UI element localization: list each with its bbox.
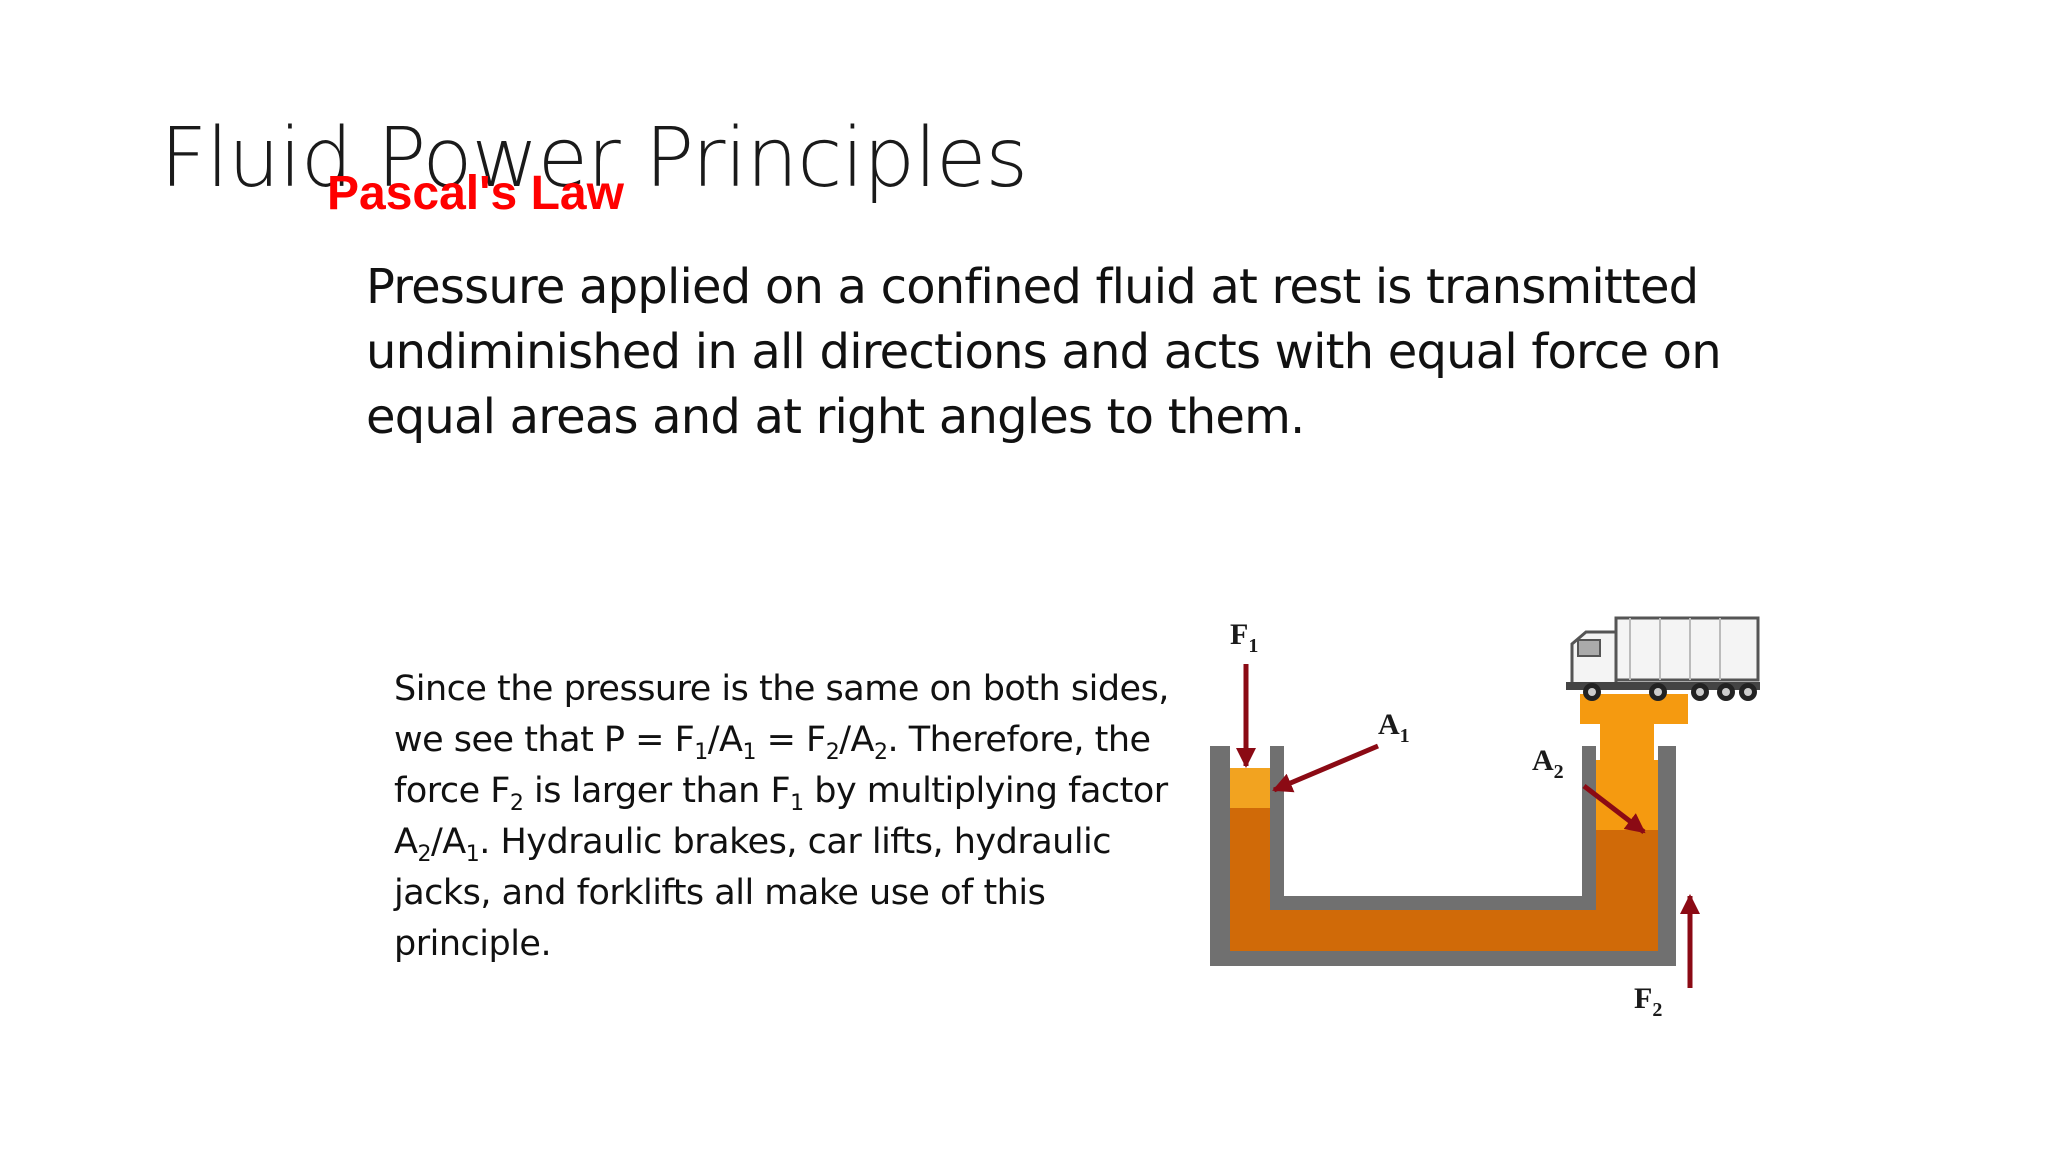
- explanation-sub-3: 2: [825, 740, 840, 765]
- hydraulic-press-diagram: F1 A1 A2 F2: [1210, 616, 1760, 1021]
- small-cylinder-inner-wall: [1270, 746, 1284, 910]
- small-piston: [1230, 768, 1270, 808]
- label-a1: A1: [1378, 708, 1410, 747]
- explanation-text-4: /A: [839, 720, 874, 760]
- explanation-sub-8: 1: [465, 842, 480, 867]
- large-piston-platform: [1580, 694, 1688, 724]
- slide-title: Fluid Power Principles: [160, 111, 1028, 206]
- pascals-law-statement: Pressure applied on a confined fluid at …: [366, 259, 1722, 445]
- label-f1: F1: [1230, 618, 1258, 657]
- explanation-text-9: . Hydraulic brakes, car lifts, hydraulic…: [394, 822, 1112, 964]
- explanation-sub-6: 1: [790, 791, 804, 816]
- explanation-text-6: is larger than F: [523, 771, 791, 811]
- label-a2: A2: [1532, 744, 1564, 783]
- slide-subtitle: Pascal's Law: [327, 167, 624, 220]
- explanation-text-3: = F: [755, 720, 827, 760]
- explanation-text-8: /A: [430, 822, 466, 862]
- hydraulic-fluid: [1230, 808, 1658, 951]
- explanation-text-1: Since the pressure is the same on both s…: [394, 669, 1169, 760]
- area-a2-arrow: [1582, 784, 1646, 834]
- large-piston-neck: [1600, 724, 1654, 760]
- explanation-sub-2: 1: [742, 740, 756, 765]
- label-f2: F2: [1634, 982, 1662, 1021]
- truck-icon: [1566, 616, 1760, 701]
- explanation-sub-5: 2: [509, 791, 524, 816]
- explanation-sub-4: 2: [873, 740, 888, 765]
- explanation-sub-1: 1: [694, 740, 708, 765]
- channel-top-wall: [1284, 896, 1596, 910]
- explanation-sub-7: 2: [417, 842, 431, 867]
- explanation-text-5: . Therefore, the force F: [394, 720, 1151, 811]
- explanation-text-7: by multiplying factor A: [394, 771, 1168, 862]
- area-a1-arrow: [1272, 743, 1379, 793]
- large-cylinder-inner-wall: [1582, 746, 1596, 910]
- explanation-paragraph: Since the pressure is the same on both s…: [394, 664, 1194, 970]
- explanation-text-2: /A: [707, 720, 743, 760]
